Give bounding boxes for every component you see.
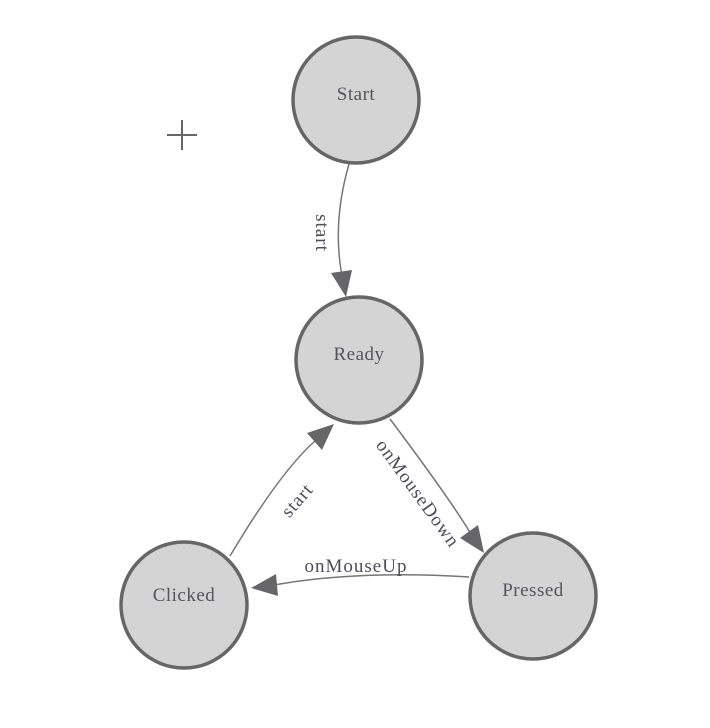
node-circle [294,295,424,425]
state-node-pressed[interactable]: Pressed [468,531,598,661]
edge-line [229,440,316,557]
state-node-ready[interactable]: Ready [294,295,424,425]
node-label-clicked: Clicked [153,585,216,606]
state-node-clicked[interactable]: Clicked [119,540,249,670]
edge-line [337,163,350,277]
node-circle [468,531,598,661]
crosshair-icon [167,120,197,150]
state-node-start[interactable]: Start [291,35,421,165]
node-label-ready: Ready [333,344,384,365]
edge-label-onmousedown: onMouseDown [371,436,463,552]
edge-label-start-1: start [311,214,332,252]
edge-arrowhead [331,270,352,297]
node-label-start: Start [337,84,376,105]
edge-arrowhead [307,424,334,450]
node-circle [119,540,249,670]
edge-label-start-2: start [277,480,318,522]
node-label-pressed: Pressed [502,580,564,601]
transition-start-to-ready[interactable]: start [311,163,352,297]
node-circle [291,35,421,165]
edge-label-onmouseup: onMouseUp [305,556,408,577]
edge-arrowhead [460,525,484,553]
transition-clicked-to-ready[interactable]: start [229,424,334,557]
transition-ready-to-pressed[interactable]: onMouseDown [371,418,484,553]
transition-pressed-to-clicked[interactable]: onMouseUp [251,556,470,596]
edge-line [273,574,470,586]
edge-arrowhead [251,574,278,596]
edge-line [389,418,472,535]
